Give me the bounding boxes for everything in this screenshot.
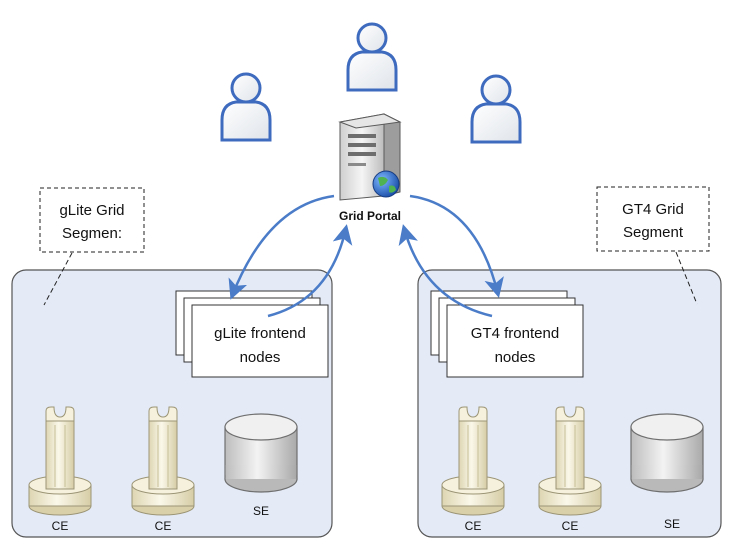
user-icon [470, 74, 522, 144]
gt4-callout-line1: GT4 Grid [622, 201, 684, 218]
gt4-ce1-label: CE [465, 519, 482, 533]
glite-frontend-line1: gLite frontend [214, 325, 306, 342]
gt4-callout-line2: Segment [623, 224, 684, 241]
glite-ce1-label: CE [52, 519, 69, 533]
glite-callout-line2: Segmen: [62, 225, 122, 242]
gt4-frontend-line2: nodes [495, 349, 536, 366]
user-icon [220, 72, 272, 142]
gt4-ce2-label: CE [562, 519, 579, 533]
user-icon [346, 22, 398, 92]
arrow-glite-to-portal [267, 224, 353, 318]
gt4-frontend-line1: GT4 frontend [471, 325, 559, 342]
gt4-frontend-nodes: GT4 frontend nodes [430, 290, 584, 378]
gt4-segment-callout: GT4 Grid Segment [596, 186, 710, 305]
glite-frontend-nodes: gLite frontend nodes [175, 290, 329, 378]
arrow-portal-to-gt4 [409, 194, 504, 298]
arrow-portal-to-glite [228, 194, 335, 300]
glite-segment-callout: gLite Grid Segmen: [39, 187, 145, 306]
glite-se-label: SE [253, 504, 269, 518]
globe-icon [372, 170, 400, 198]
glite-callout-line1: gLite Grid [59, 202, 124, 219]
glite-ce2-label: CE [155, 519, 172, 533]
se-icon [224, 413, 298, 493]
gt4-se-label: SE [664, 517, 680, 531]
grid-portal-label: Grid Portal [339, 209, 401, 223]
grid-portal-server: Grid Portal [338, 113, 402, 223]
glite-frontend-line2: nodes [240, 349, 281, 366]
arrow-gt4-to-portal [398, 224, 493, 318]
se-icon [630, 413, 704, 493]
